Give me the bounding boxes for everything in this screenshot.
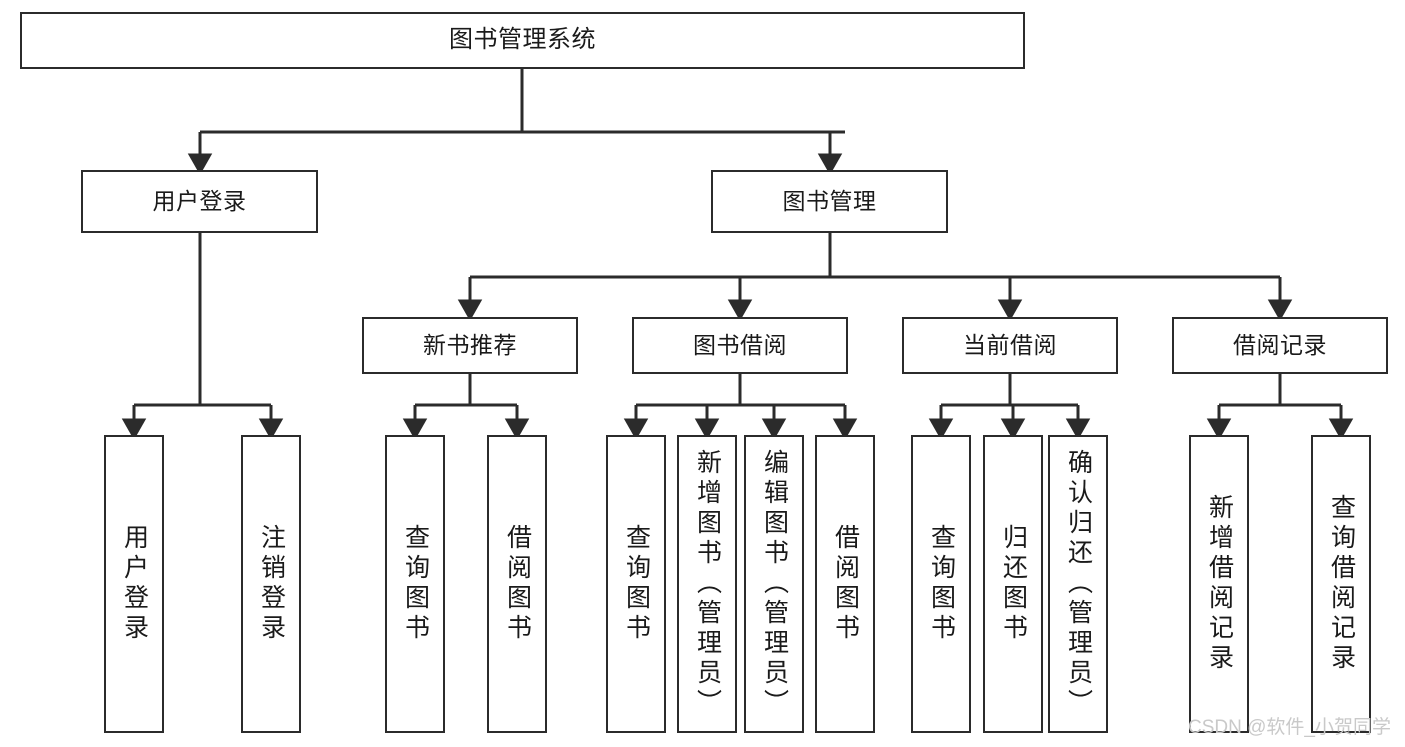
node-leaf-edit-book-label: 编辑图书（管理员）	[760, 449, 789, 719]
node-leaf-confirm-return[interactable]: 确认归还（管理员）	[1048, 435, 1108, 733]
watermark: CSDN @软件_小贺同学	[1188, 717, 1391, 738]
node-leaf-add-book[interactable]: 新增图书（管理员）	[677, 435, 737, 733]
node-root[interactable]: 图书管理系统	[20, 12, 1025, 69]
node-leaf-return-book[interactable]: 归还图书	[983, 435, 1043, 733]
node-root-label: 图书管理系统	[449, 26, 596, 54]
node-leaf-logout[interactable]: 注销登录	[241, 435, 301, 733]
node-leaf-query-record[interactable]: 查询借阅记录	[1311, 435, 1371, 733]
node-new-book-rec[interactable]: 新书推荐	[362, 317, 578, 374]
node-leaf-query-book-cur-label: 查询图书	[927, 524, 956, 644]
node-leaf-query-book-borrow[interactable]: 查询图书	[606, 435, 666, 733]
node-current-borrow[interactable]: 当前借阅	[902, 317, 1118, 374]
node-leaf-add-book-label: 新增图书（管理员）	[693, 449, 722, 719]
node-leaf-confirm-return-label: 确认归还（管理员）	[1064, 449, 1093, 719]
node-new-book-rec-label: 新书推荐	[423, 331, 517, 358]
node-leaf-user-login[interactable]: 用户登录	[104, 435, 164, 733]
node-book-manage-label: 图书管理	[782, 187, 877, 214]
node-leaf-borrow-book[interactable]: 借阅图书	[815, 435, 875, 733]
node-leaf-logout-label: 注销登录	[257, 524, 286, 644]
node-leaf-borrow-book-rec-label: 借阅图书	[503, 524, 532, 644]
node-leaf-add-record-label: 新增借阅记录	[1205, 494, 1234, 674]
node-book-borrow[interactable]: 图书借阅	[632, 317, 848, 374]
node-leaf-return-book-label: 归还图书	[999, 524, 1028, 644]
node-leaf-query-book-rec-label: 查询图书	[401, 524, 430, 644]
node-leaf-query-record-label: 查询借阅记录	[1327, 494, 1356, 674]
node-leaf-user-login-label: 用户登录	[120, 524, 149, 644]
node-leaf-borrow-book-rec[interactable]: 借阅图书	[487, 435, 547, 733]
node-borrow-record[interactable]: 借阅记录	[1172, 317, 1388, 374]
node-user-login-label: 用户登录	[152, 187, 247, 214]
node-book-manage[interactable]: 图书管理	[711, 170, 948, 233]
node-leaf-query-book-borrow-label: 查询图书	[622, 524, 651, 644]
node-leaf-query-book-cur[interactable]: 查询图书	[911, 435, 971, 733]
node-leaf-query-book-rec[interactable]: 查询图书	[385, 435, 445, 733]
node-leaf-borrow-book-label: 借阅图书	[831, 524, 860, 644]
node-current-borrow-label: 当前借阅	[963, 331, 1057, 358]
node-leaf-edit-book[interactable]: 编辑图书（管理员）	[744, 435, 804, 733]
node-leaf-add-record[interactable]: 新增借阅记录	[1189, 435, 1249, 733]
node-borrow-record-label: 借阅记录	[1233, 331, 1327, 358]
node-book-borrow-label: 图书借阅	[693, 331, 787, 358]
node-user-login[interactable]: 用户登录	[81, 170, 318, 233]
